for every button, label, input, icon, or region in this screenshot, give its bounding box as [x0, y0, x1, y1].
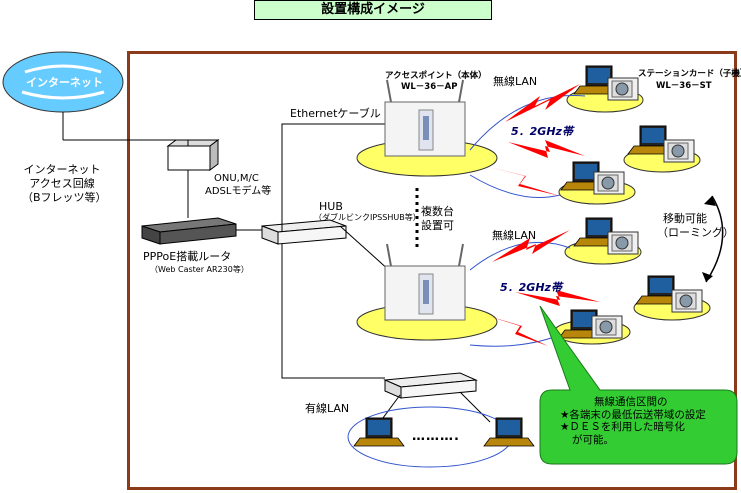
callout-line-2: ★各端末の最低伝送帯域の設定: [560, 408, 706, 421]
station-label-2: WL－36－ST: [656, 81, 712, 91]
roaming-label-2: （ローミング）: [657, 226, 734, 239]
access-point-label-2: WL－36－AP: [401, 82, 458, 92]
router-icon: [141, 217, 237, 245]
modem-label-2: ADSLモデム等: [205, 186, 272, 197]
callout-bubble: [539, 305, 738, 465]
access-line-label-3: （Bフレッツ等）: [22, 191, 107, 204]
more-terminals-dots: ……….: [412, 429, 460, 444]
band-label-bottom: 5．2GHz帯: [500, 281, 562, 294]
access-line-label-1: インターネット: [23, 163, 101, 176]
wireless-signal: [485, 84, 600, 346]
roaming-arrow: [705, 195, 724, 283]
router-label-1: PPPoE搭載ルータ: [143, 250, 232, 263]
access-line-label-2: アクセス回線: [29, 177, 95, 190]
access-point-bottom: [384, 243, 466, 321]
internet-label: インターネット: [26, 76, 103, 89]
wired-laptop-1: [353, 417, 405, 447]
hub-icon: [261, 219, 347, 245]
hub-label-2: （ダブルビンクIPSSHUB等）: [314, 213, 421, 222]
hub-icon-2: [383, 372, 478, 399]
router-label-2: （Web Caster AR230等）: [150, 265, 249, 274]
wired-laptop-2: [483, 417, 535, 447]
hub-label-1: HUB: [319, 200, 343, 213]
ethernet-label: Ethernetケーブル: [290, 107, 381, 120]
station-label-1: ステーションカード（子機）: [638, 69, 741, 79]
roaming-label-1: 移動可能: [663, 212, 707, 225]
modem-icon: [166, 139, 220, 171]
wired-lan-label: 有線LAN: [305, 402, 350, 415]
wireless-lan-label-top: 無線LAN: [493, 75, 538, 88]
modem-label-1: ONU,M/C: [214, 173, 259, 184]
access-point-label-1: アクセスポイント（本体）: [385, 71, 487, 81]
callout-text: 無線通信区間の ★各端末の最低伝送帯域の設定 ★ＤＥＳを利用した暗号化 が可能。: [560, 396, 735, 446]
callout-line-3: ★ＤＥＳを利用した暗号化: [560, 421, 685, 433]
band-label-top: 5．2GHz帯: [511, 125, 573, 138]
page-title: 設置構成イメージ: [254, 0, 492, 20]
callout-line-4: が可能。: [572, 433, 614, 446]
diagram-frame: [127, 51, 737, 490]
multi-ap-label-2: 設置可: [421, 219, 454, 232]
callout-line-1: 無線通信区間の: [594, 396, 668, 408]
wireless-lan-label-bottom: 無線LAN: [492, 229, 537, 242]
station-3: [560, 161, 625, 195]
multi-ap-label-1: 複数台: [421, 205, 454, 218]
